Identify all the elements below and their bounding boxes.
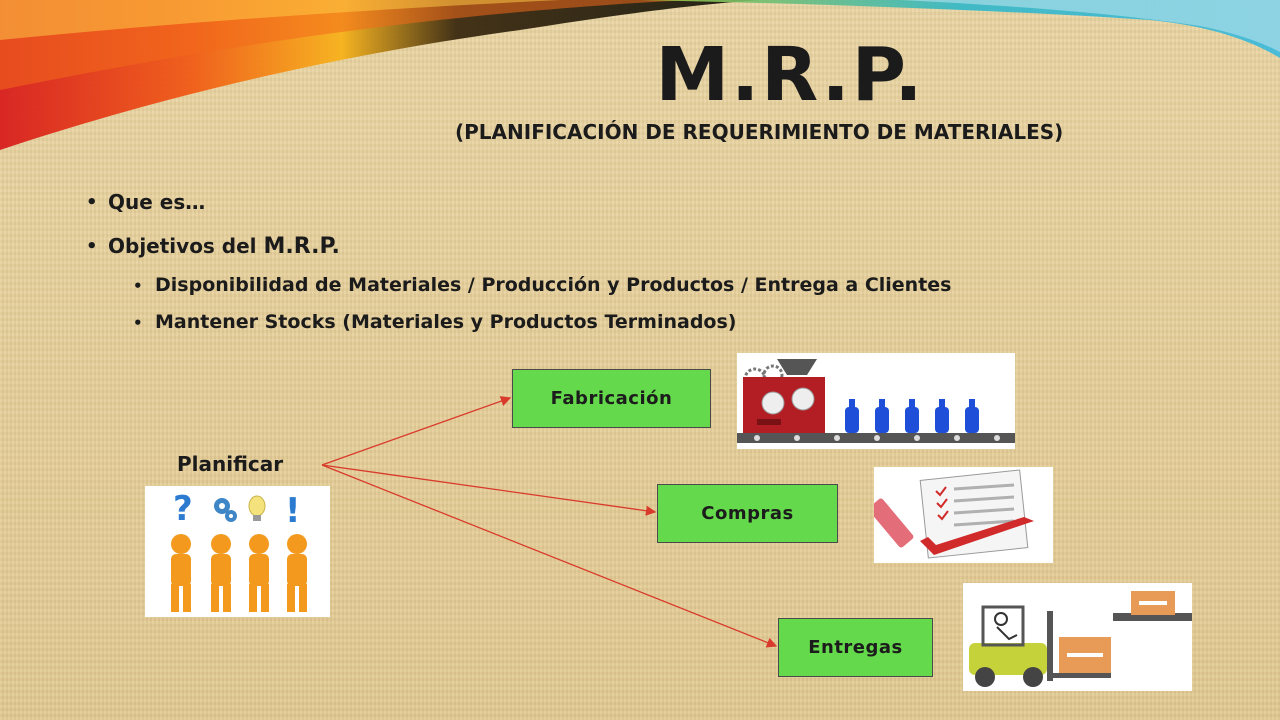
bullet-dot: • — [86, 236, 98, 257]
arrow-to-entregas — [321, 464, 778, 648]
checklist-pencil-illustration — [874, 467, 1053, 563]
svg-text:!: ! — [285, 491, 301, 531]
slide-subtitle: (PLANIFICACIÓN DE REQUERIMIENTO DE MATER… — [455, 120, 1064, 144]
forklift-delivery-illustration — [963, 583, 1192, 691]
bullet-dot: • — [133, 314, 143, 332]
factory-machine-illustration — [737, 353, 1015, 449]
svg-text:?: ? — [173, 489, 193, 529]
box-entregas: Entregas — [778, 618, 933, 677]
arrow-to-fabricacion — [321, 396, 512, 466]
box-compras: Compras — [657, 484, 838, 543]
diagram-source-label: Planificar — [177, 452, 284, 476]
bullet-objetivos-acronym: M.R.P. — [263, 234, 340, 259]
bullet-que-es: • Que es… — [86, 190, 206, 214]
box-fabricacion: Fabricación — [512, 369, 711, 428]
people-thinking-illustration: ? ! — [145, 486, 330, 617]
bullet-objetivos-text: Objetivos del — [108, 234, 264, 258]
decorative-swoosh — [0, 0, 1280, 150]
slide-title: M.R.P. — [655, 32, 925, 118]
subbullet-stocks-text: Mantener Stocks (Materiales y Productos … — [155, 311, 737, 333]
bullet-objetivos: • Objetivos del M.R.P. — [86, 234, 340, 259]
arrow-to-compras — [321, 464, 657, 516]
subbullet-disponibilidad-text: Disponibilidad de Materiales / Producció… — [155, 274, 952, 296]
bullet-dot: • — [86, 192, 98, 213]
subbullet-stocks: • Mantener Stocks (Materiales y Producto… — [133, 311, 737, 333]
bullet-dot: • — [133, 277, 143, 295]
bullet-que-es-text: Que es… — [108, 190, 206, 214]
subbullet-disponibilidad: • Disponibilidad de Materiales / Producc… — [133, 274, 952, 296]
